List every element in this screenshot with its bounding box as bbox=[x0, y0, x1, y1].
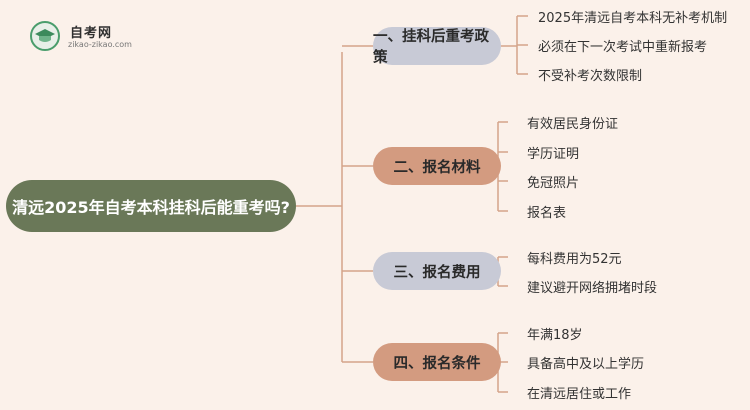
leaf-item: 年满18岁 bbox=[527, 328, 583, 343]
graduation-cap-icon bbox=[30, 21, 60, 51]
logo-title: 自考网 bbox=[70, 26, 113, 41]
root-node: 清远2025年自考本科挂科后能重考吗? bbox=[6, 180, 296, 232]
leaf-item: 学历证明 bbox=[527, 147, 580, 162]
leaf-item: 不受补考次数限制 bbox=[538, 69, 643, 84]
leaf-item: 报名表 bbox=[527, 206, 567, 221]
bracket-1 bbox=[501, 15, 528, 75]
branch-node-3: 三、报名费用 bbox=[373, 252, 501, 290]
leaf-item: 具备高中及以上学历 bbox=[527, 357, 645, 372]
leaf-item: 2025年清远自考本科无补考机制 bbox=[538, 11, 728, 26]
leaf-item: 每科费用为52元 bbox=[527, 252, 622, 267]
branch-node-1: 一、挂科后重考政策 bbox=[373, 27, 501, 66]
leaf-item: 必须在下一次考试中重新报考 bbox=[538, 40, 708, 55]
leaf-item: 在清远居住或工作 bbox=[527, 387, 632, 402]
site-logo[interactable]: 自考网 zikao-zikao.com bbox=[30, 18, 150, 54]
leaf-item: 有效居民身份证 bbox=[527, 117, 619, 132]
branch-node-2: 二、报名材料 bbox=[373, 147, 501, 185]
leaf-item: 建议避开网络拥堵时段 bbox=[527, 281, 658, 296]
logo-subtitle: zikao-zikao.com bbox=[68, 40, 132, 49]
branch-node-4: 四、报名条件 bbox=[373, 343, 501, 381]
leaf-item: 免冠照片 bbox=[527, 176, 580, 191]
